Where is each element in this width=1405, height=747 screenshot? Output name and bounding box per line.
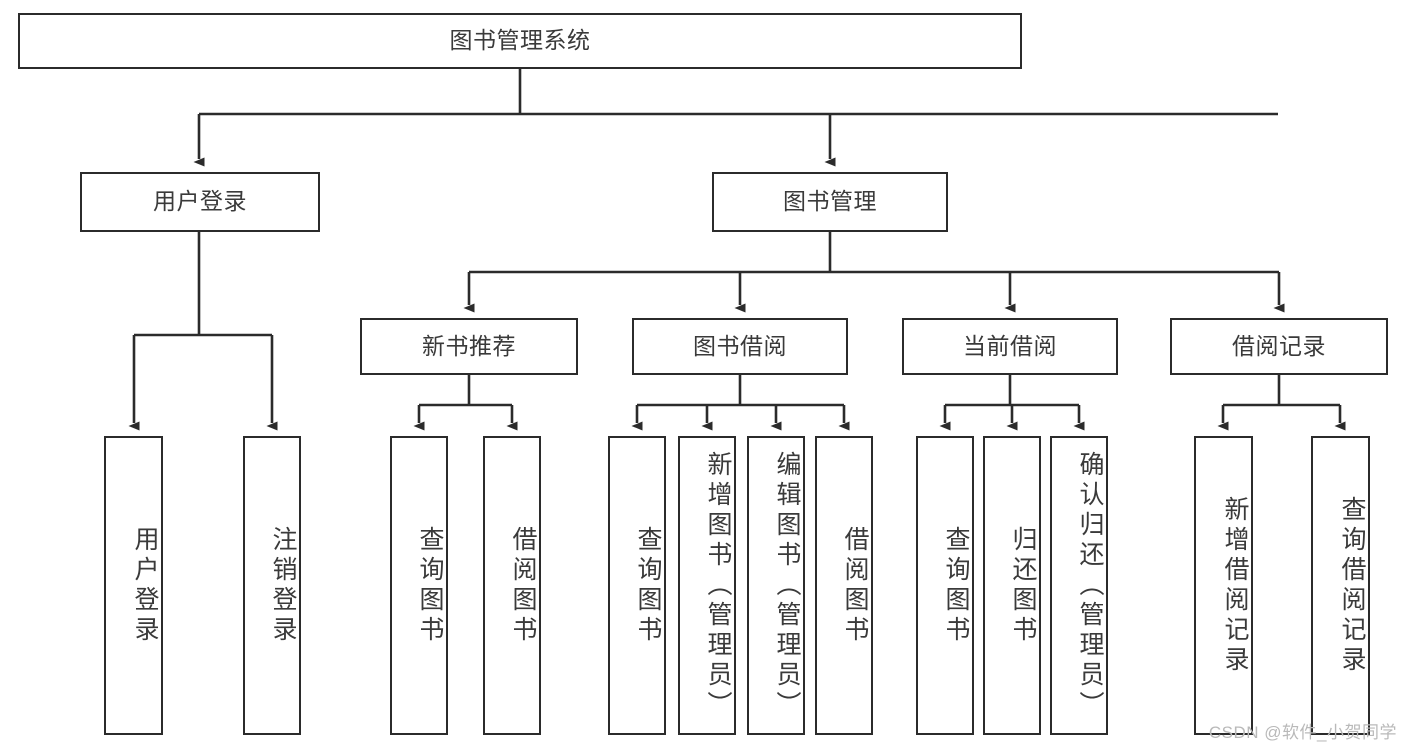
- leaf-confirm-return-admin-label: 确认归还（管理员）: [1076, 450, 1104, 721]
- leaf-borrow-book-recommend-label: 借阅图书: [509, 525, 537, 646]
- leaf-borrow-book-recommend[interactable]: 借阅图书: [483, 436, 541, 735]
- node-book-borrow[interactable]: 图书借阅: [632, 318, 848, 375]
- leaf-return-book-label: 归还图书: [1009, 525, 1037, 646]
- leaf-logout-label: 注销登录: [269, 525, 297, 646]
- leaf-borrow-book-label: 借阅图书: [841, 525, 869, 646]
- node-current-borrow[interactable]: 当前借阅: [902, 318, 1118, 375]
- leaf-borrow-book[interactable]: 借阅图书: [815, 436, 873, 735]
- leaf-logout[interactable]: 注销登录: [243, 436, 301, 735]
- node-book-borrow-label: 图书借阅: [693, 332, 787, 359]
- leaf-edit-book-admin-label: 编辑图书（管理员）: [773, 450, 801, 721]
- node-current-borrow-label: 当前借阅: [963, 332, 1057, 359]
- node-borrow-records-label: 借阅记录: [1232, 332, 1326, 359]
- node-borrow-records[interactable]: 借阅记录: [1170, 318, 1388, 375]
- node-user-login-label: 用户登录: [153, 188, 247, 215]
- leaf-query-book-recommend[interactable]: 查询图书: [390, 436, 448, 735]
- leaf-add-borrow-record-label: 新增借阅记录: [1221, 495, 1249, 676]
- leaf-query-book-current-label: 查询图书: [942, 525, 970, 646]
- node-root-label: 图书管理系统: [449, 27, 591, 54]
- watermark-text: CSDN @软件_小贺同学: [1208, 723, 1397, 742]
- node-user-login[interactable]: 用户登录: [80, 172, 320, 232]
- leaf-user-login[interactable]: 用户登录: [104, 436, 163, 735]
- leaf-query-borrow-record-label: 查询借阅记录: [1338, 495, 1366, 676]
- leaf-add-borrow-record[interactable]: 新增借阅记录: [1194, 436, 1253, 735]
- leaf-add-book-admin-label: 新增图书（管理员）: [704, 450, 732, 721]
- leaf-user-login-label: 用户登录: [131, 525, 159, 646]
- leaf-query-book-current[interactable]: 查询图书: [916, 436, 974, 735]
- node-new-book-recommend[interactable]: 新书推荐: [360, 318, 578, 375]
- leaf-query-book-recommend-label: 查询图书: [416, 525, 444, 646]
- node-root[interactable]: 图书管理系统: [18, 13, 1022, 69]
- leaf-add-book-admin[interactable]: 新增图书（管理员）: [678, 436, 736, 735]
- leaf-query-borrow-record[interactable]: 查询借阅记录: [1311, 436, 1370, 735]
- leaf-query-book-borrow[interactable]: 查询图书: [608, 436, 666, 735]
- leaf-confirm-return-admin[interactable]: 确认归还（管理员）: [1050, 436, 1108, 735]
- leaf-query-book-borrow-label: 查询图书: [634, 525, 662, 646]
- node-new-book-recommend-label: 新书推荐: [422, 332, 516, 359]
- leaf-return-book[interactable]: 归还图书: [983, 436, 1041, 735]
- node-book-management-label: 图书管理: [783, 188, 877, 215]
- node-book-management[interactable]: 图书管理: [712, 172, 948, 232]
- leaf-edit-book-admin[interactable]: 编辑图书（管理员）: [747, 436, 805, 735]
